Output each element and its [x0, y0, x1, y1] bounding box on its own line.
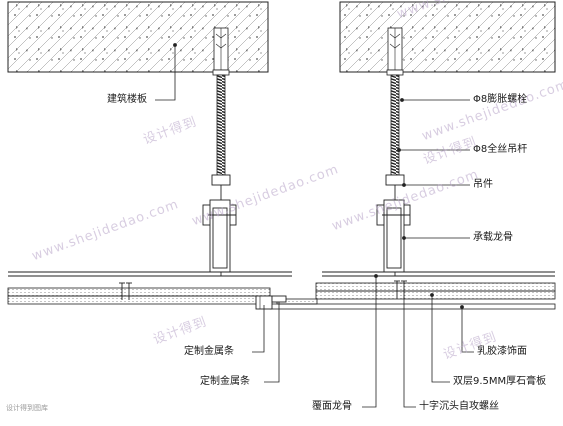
cover-keel-left	[8, 271, 292, 277]
label-main-keel: 承载龙骨	[473, 232, 513, 243]
threaded-rod-right	[390, 74, 400, 176]
slab-right	[339, 1, 556, 73]
label-metal-strip-2: 定制金属条	[200, 376, 250, 387]
expansion-bolt-right	[386, 27, 404, 76]
gypsum-board-right	[315, 282, 556, 300]
screws-left	[119, 282, 132, 300]
gypsum-board-left	[7, 287, 271, 305]
corner-mark: 设计得到图库	[6, 404, 48, 412]
cover-keel-right	[322, 271, 555, 277]
label-threaded-rod: Φ8全丝吊杆	[473, 144, 528, 155]
screws-right	[394, 280, 407, 299]
label-hanger: 吊件	[473, 179, 493, 190]
hanger-left	[202, 174, 237, 276]
slab-left	[7, 1, 269, 73]
threaded-rod-left	[216, 74, 226, 176]
label-metal-strip-1: 定制金属条	[184, 346, 234, 357]
expansion-bolt-left	[212, 27, 230, 76]
label-cover-keel: 覆面龙骨	[312, 401, 352, 412]
hanger-right	[376, 174, 411, 276]
leader-lines	[155, 43, 474, 408]
label-latex-paint: 乳胶漆饰面	[477, 346, 527, 357]
label-expansion-bolt: Φ8膨胀螺栓	[473, 94, 528, 105]
label-gypsum-board: 双层9.5MM厚石膏板	[453, 376, 547, 387]
label-slab: 建筑楼板	[107, 94, 147, 105]
metal-strip-2	[271, 295, 287, 303]
finish-strip	[269, 298, 556, 310]
label-screw: 十字沉头自攻螺丝	[419, 401, 499, 412]
